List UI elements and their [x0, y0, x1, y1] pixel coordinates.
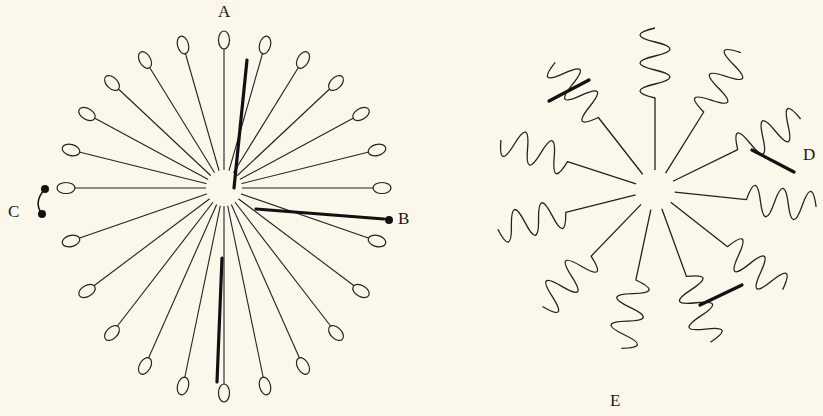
- dark-bars: [549, 80, 794, 305]
- dark-dot: [38, 210, 46, 218]
- meander-loops: [494, 28, 817, 352]
- loop-ends: [57, 31, 391, 402]
- dark-bars: [217, 60, 384, 382]
- figure-letter: D: [803, 146, 815, 163]
- dark-dot: [385, 216, 393, 224]
- figure-letter: E: [610, 392, 620, 409]
- figure-letter: A: [218, 3, 230, 20]
- figure-letter: B: [398, 210, 409, 227]
- dark-dot: [41, 185, 49, 193]
- figure-letter: C: [8, 203, 19, 220]
